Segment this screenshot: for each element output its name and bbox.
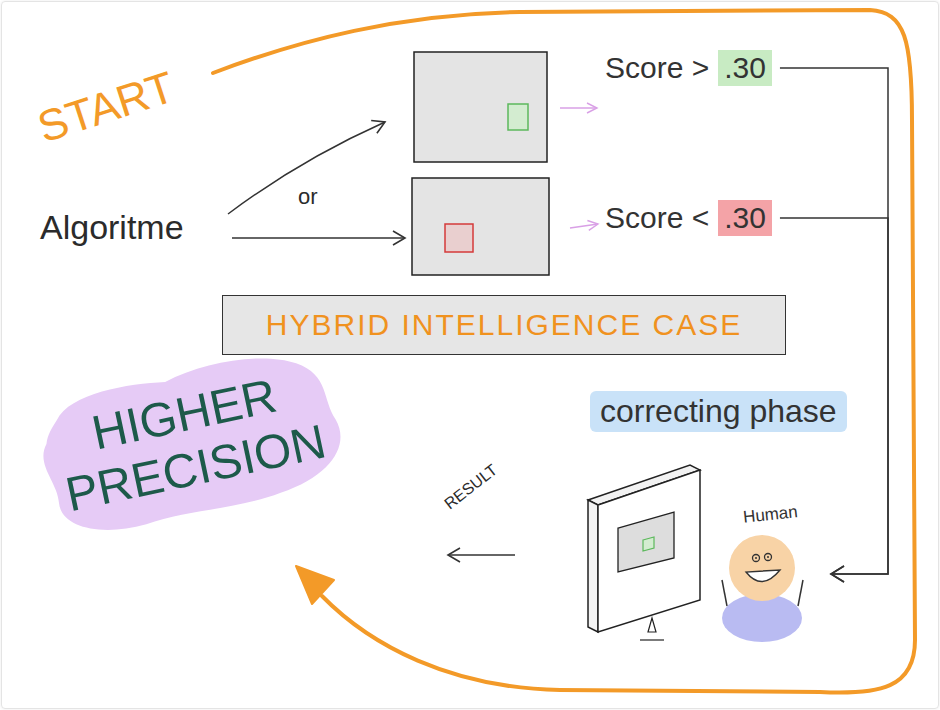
score-label: Score <	[605, 201, 709, 234]
drawing-part	[753, 555, 760, 562]
image-box	[412, 178, 549, 275]
result-blob: HIGHER PRECISION	[28, 336, 353, 545]
pink-arrow	[570, 224, 598, 228]
flow-connector	[780, 68, 888, 574]
drawing-part	[640, 639, 664, 640]
loop-arrowhead	[296, 566, 334, 604]
drawing-part	[598, 470, 700, 632]
drawing-part	[767, 556, 769, 558]
blob-fill	[32, 341, 351, 542]
result-label: RESULT	[441, 461, 501, 513]
algorithm-arrow	[228, 122, 385, 214]
drawing-part	[746, 570, 780, 582]
score-label: Score >	[605, 51, 709, 84]
or-label: or	[298, 184, 318, 210]
result-arrow	[448, 554, 515, 556]
drawing-part	[765, 554, 772, 561]
algorithm-arrow	[232, 237, 405, 239]
human-label: Human	[742, 502, 799, 528]
drawing-part	[755, 557, 757, 559]
threshold-value: .30	[718, 200, 772, 236]
pink-arrow	[560, 107, 597, 108]
score-threshold: Score > .30	[605, 48, 772, 88]
banner-box: HYBRID INTELLIGENCE CASE	[222, 295, 786, 355]
drawing-part	[643, 537, 654, 551]
drawing-part	[722, 594, 802, 642]
drawing-part	[729, 535, 795, 601]
start-label: START	[32, 62, 181, 153]
phase-label: correcting phase	[600, 393, 837, 430]
algorithm-label: Algoritme	[40, 208, 184, 247]
score-threshold: Score < .30	[605, 198, 772, 238]
drawing-part	[618, 512, 674, 572]
banner-title: HYBRID INTELLIGENCE CASE	[266, 308, 742, 342]
drawing-part	[648, 618, 656, 632]
human-node: Human	[712, 505, 828, 643]
drawing-part	[722, 580, 727, 606]
monitor-illustration	[588, 465, 700, 640]
drawing-part	[588, 500, 598, 632]
green-detection	[508, 104, 528, 130]
drawing-part	[798, 580, 803, 606]
phase-highlight: correcting phase	[590, 391, 847, 432]
red-detection	[445, 224, 473, 252]
threshold-value: .30	[718, 50, 772, 86]
human-figure	[722, 535, 803, 642]
flow-loop	[213, 10, 915, 693]
image-box	[414, 52, 547, 162]
